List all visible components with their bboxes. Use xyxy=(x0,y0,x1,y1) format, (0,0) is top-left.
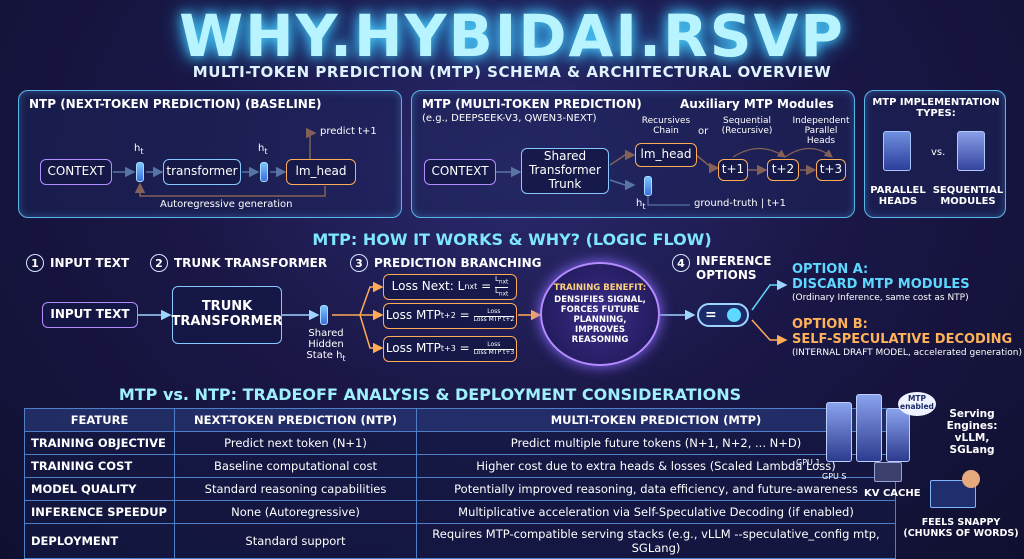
impl-sequential-label: SEQUENTIAL MODULES xyxy=(932,185,1004,207)
tradeoff-table: FEATURE NEXT-TOKEN PREDICTION (NTP) MULT… xyxy=(24,408,896,559)
server-rack-icon xyxy=(856,394,882,462)
mtp-independent: Independent Parallel Heads xyxy=(792,116,850,146)
mtp-context-box: CONTEXT xyxy=(424,159,496,185)
mtp-panel: MTP (MULTI-TOKEN PREDICTION) (e.g., DEEP… xyxy=(411,90,855,218)
table-header-row: FEATURE NEXT-TOKEN PREDICTION (NTP) MULT… xyxy=(24,408,896,432)
serving-engines: Serving Engines: vLLM, SGLang xyxy=(946,408,998,457)
mtp-aux-title: Auxiliary MTP Modules xyxy=(680,97,834,111)
mtp-enabled-badge: MTP enabled xyxy=(898,392,936,416)
toggle-knob xyxy=(727,308,741,322)
kv-cache-label: KV CACHE xyxy=(864,488,921,499)
ntp-hidden-state-2 xyxy=(260,162,268,182)
mtp-or: or xyxy=(698,126,709,137)
mtp-hidden-state xyxy=(644,176,652,196)
gpu1-label: GPU 1 xyxy=(796,458,821,467)
mtp-ht-label: ht xyxy=(636,198,646,211)
mtp-t2-box: t+2 xyxy=(767,159,799,181)
tradeoff-title: MTP vs. NTP: TRADEOFF ANALYSIS & DEPLOYM… xyxy=(118,385,742,404)
chip-icon xyxy=(874,462,902,482)
shared-hidden-label: Shared Hidden State ht xyxy=(306,328,346,363)
mtp-ground-truth: ground-truth | t+1 xyxy=(694,198,787,209)
ntp-predict-label: predict t+1 xyxy=(320,126,377,137)
shared-hidden-pill xyxy=(320,305,328,325)
mtp-trunk-box: Shared Transformer Trunk xyxy=(521,148,609,194)
option-a-main: DISCARD MTP MODULES xyxy=(792,277,970,292)
mtp-t3-box: t+3 xyxy=(816,159,846,181)
subtitle: MULTI-TOKEN PREDICTION (MTP) SCHEMA & AR… xyxy=(192,63,832,81)
option-b-desc: (INTERNAL DRAFT MODEL, accelerated gener… xyxy=(792,348,1022,358)
trunk-transformer-box: TRUNK TRANSFORMER xyxy=(172,286,282,344)
ntp-panel: NTP (NEXT-TOKEN PREDICTION) (BASELINE) xyxy=(18,90,402,218)
option-a-title: OPTION A: xyxy=(792,262,869,277)
impl-panel-title: MTP IMPLEMENTATION TYPES: xyxy=(872,97,1000,119)
impl-panel: MTP IMPLEMENTATION TYPES: vs. PARALLEL H… xyxy=(864,90,1006,218)
ntp-panel-title: NTP (NEXT-TOKEN PREDICTION) (BASELINE) xyxy=(29,97,322,111)
mtp-panel-title: MTP (MULTI-TOKEN PREDICTION) xyxy=(422,97,642,111)
user-avatar xyxy=(962,470,980,488)
ntp-context-box: CONTEXT xyxy=(40,159,112,185)
logic-flow-title: MTP: HOW IT WORKS & WHY? (LOGIC FLOW) xyxy=(312,230,712,249)
option-a-desc: (Ordinary Inference, same cost as NTP) xyxy=(792,293,969,303)
table-row: TRAINING COST Baseline computational cos… xyxy=(24,454,896,478)
mtp-t1-box: t+1 xyxy=(718,159,748,181)
input-text-box: INPUT TEXT xyxy=(42,302,138,328)
ntp-caption: Autoregressive generation xyxy=(160,199,293,210)
mtp-sequential: Sequential (Recursive) xyxy=(721,116,773,136)
table-row: MODEL QUALITY Standard reasoning capabil… xyxy=(24,477,896,501)
ntp-transformer-box: transformer xyxy=(163,159,241,185)
server-rack-icon xyxy=(886,408,910,462)
inference-toggle[interactable]: = xyxy=(697,303,749,327)
server-rack-icon xyxy=(826,402,852,462)
option-b-title: OPTION B: xyxy=(792,317,868,332)
table-row: INFERENCE SPEEDUP None (Autoregressive) … xyxy=(24,500,896,524)
ntp-ht2-label: ht xyxy=(258,143,268,156)
table-row: TRAINING OBJECTIVE Predict next token (N… xyxy=(24,431,896,455)
snappy-label: FEELS SNAPPY (CHUNKS OF WORDS) xyxy=(903,517,1019,539)
impl-parallel-label: PARALLEL HEADS xyxy=(870,185,926,207)
training-benefit-circle: TRAINING BENEFIT: DENSIFIES SIGNAL, FORC… xyxy=(540,262,660,366)
sequential-server-icon xyxy=(957,131,985,171)
benefit-body: DENSIFIES SIGNAL, FORCES FUTURE PLANNING… xyxy=(554,295,646,345)
benefit-title: TRAINING BENEFIT: xyxy=(553,283,647,293)
main-title: WHY.HYBIDAI.RSVP xyxy=(179,2,845,70)
table-row: DEPLOYMENT Standard support Requires MTP… xyxy=(24,523,896,559)
mtp-panel-examples: (e.g., DEEPSEEK-V3, QWEN3-NEXT) xyxy=(422,113,597,124)
mtp-lmhead-box: lm_head xyxy=(635,143,697,167)
impl-vs: vs. xyxy=(931,147,946,158)
ntp-lmhead-box: lm_head xyxy=(286,159,356,185)
option-b-main: SELF-SPECULATIVE DECODING xyxy=(792,332,1013,347)
parallel-server-icon xyxy=(883,131,911,171)
gpus-label: GPU S xyxy=(822,472,847,481)
mtp-recursive-chain: Recursives Chain xyxy=(641,116,691,136)
ntp-hidden-state-1 xyxy=(136,162,144,182)
ntp-ht1-label: ht xyxy=(134,143,144,156)
